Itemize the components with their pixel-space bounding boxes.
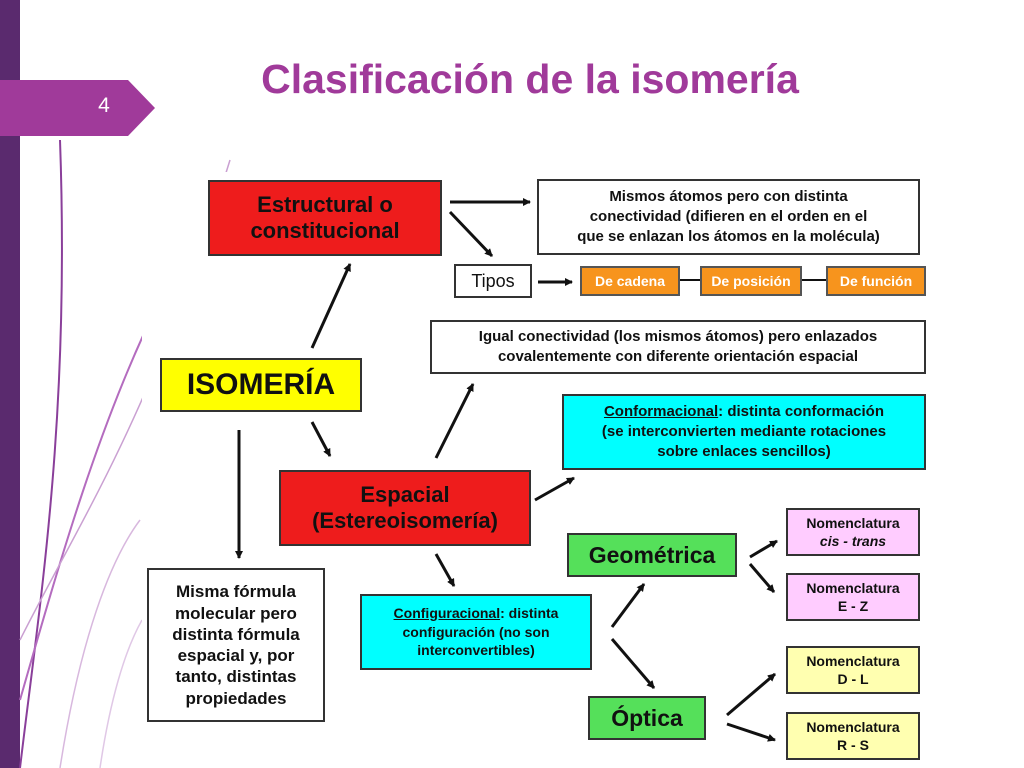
tipos-box: Tipos: [454, 264, 532, 298]
nomenclatura-label: Nomenclatura: [806, 652, 900, 669]
estructural-line2: constitucional: [250, 218, 400, 243]
nomenclatura-e-z-box: Nomenclatura E - Z: [786, 573, 920, 621]
nomenclatura-r-s-box: Nomenclatura R - S: [786, 712, 920, 760]
configuracional-rest: : distinta: [500, 604, 559, 621]
configuracional-box: Configuracional: distinta configuración …: [360, 594, 592, 670]
nomenclatura-value: D - L: [837, 671, 869, 687]
misma-formula-line3: distinta fórmula: [172, 624, 300, 644]
conformacional-rest: : distinta conformación: [718, 402, 884, 420]
espacial-desc-line1: Igual conectividad (los mismos átomos) p…: [478, 327, 878, 345]
espacial-line2: (Estereoisomería): [312, 508, 498, 533]
espacial-description-box: Igual conectividad (los mismos átomos) p…: [430, 320, 926, 374]
misma-formula-line2: molecular pero: [175, 603, 297, 623]
nomenclatura-label: Nomenclatura: [806, 514, 900, 531]
tipo-de-cadena: De cadena: [580, 266, 680, 296]
configuracional-line2: configuración (no son: [402, 623, 550, 640]
slide-number: 4: [98, 94, 110, 117]
isomeria-box: ISOMERÍA: [160, 358, 362, 412]
diagram-panel: Estructural o constitucional Mismos átom…: [142, 172, 932, 768]
slide-number-tab: [0, 80, 155, 136]
left-sidebar-bar: [0, 0, 20, 768]
misma-formula-line1: Misma fórmula: [176, 582, 296, 602]
estructural-desc-line1: Mismos átomos pero con distinta: [609, 187, 848, 205]
conformacional-line3: sobre enlaces sencillos): [657, 443, 831, 461]
configuracional-term: Configuracional: [393, 604, 501, 621]
tipo-de-posicion: De posición: [700, 266, 802, 296]
nomenclatura-d-l-box: Nomenclatura D - L: [786, 646, 920, 694]
optica-box: Óptica: [588, 696, 706, 740]
nomenclatura-value: E - Z: [837, 598, 869, 614]
conformacional-term: Conformacional: [603, 402, 719, 420]
conformacional-line2: (se interconvierten mediante rotaciones: [601, 422, 887, 440]
nomenclatura-value: R - S: [837, 737, 869, 753]
misma-formula-line5: tanto, distintas: [175, 667, 297, 687]
misma-formula-line6: propiedades: [185, 688, 287, 708]
estructural-box: Estructural o constitucional: [208, 180, 442, 256]
estructural-description-box: Mismos átomos pero con distinta conectiv…: [537, 179, 920, 255]
estructural-desc-line3: que se enlazan los átomos en la molécula…: [577, 228, 880, 246]
tipo-de-funcion: De función: [826, 266, 926, 296]
configuracional-line3: interconvertibles): [417, 642, 535, 659]
espacial-line1: Espacial: [360, 481, 450, 507]
slide-title: Clasificación de la isomería: [261, 56, 799, 102]
misma-formula-line4: espacial y, por: [177, 646, 295, 665]
estructural-line1: Estructural o: [257, 191, 393, 217]
geometrica-box: Geométrica: [567, 533, 737, 577]
diagram-arrows: [235, 198, 826, 742]
estructural-desc-line2: conectividad (difieren en el orden en el: [589, 207, 868, 225]
espacial-box: Espacial (Estereoisomería): [279, 470, 531, 546]
nomenclatura-cis-trans-box: Nomenclatura cis - trans: [786, 508, 920, 556]
nomenclatura-value: cis - trans: [819, 533, 887, 549]
espacial-desc-line2: covalentemente con diferente orientación…: [497, 348, 859, 365]
nomenclatura-label: Nomenclatura: [806, 718, 900, 735]
conformacional-box: Conformacional: distinta conformación (s…: [562, 394, 926, 470]
misma-formula-box: Misma fórmula molecular pero distinta fó…: [147, 568, 325, 722]
nomenclatura-label: Nomenclatura: [806, 579, 900, 596]
